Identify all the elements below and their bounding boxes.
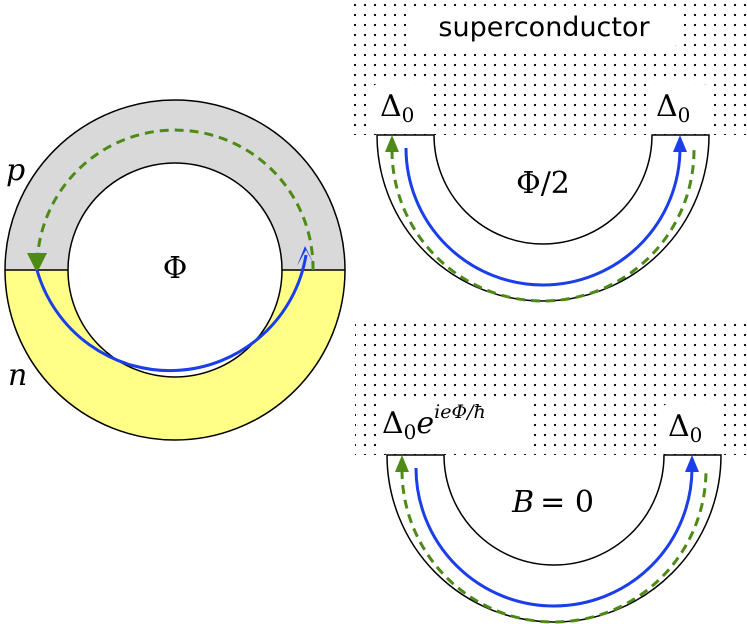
arrowhead-icon xyxy=(395,455,409,472)
zero-field-label: B= 0 xyxy=(511,485,594,520)
electron-trajectory xyxy=(35,254,308,373)
n-region xyxy=(5,270,345,440)
normal-arc-region xyxy=(386,454,722,623)
p-region xyxy=(5,100,345,270)
delta-phase-label: Δ0eieΦ/ħ xyxy=(382,401,486,444)
arrowhead-icon xyxy=(385,135,399,152)
half-flux-junction: superconductor Δ0 Δ0 Φ/2 xyxy=(350,0,747,303)
arrowhead-icon xyxy=(297,246,315,266)
delta-right-box xyxy=(648,84,710,130)
delta-right-box xyxy=(662,404,722,450)
p-label: p xyxy=(6,153,25,188)
half-flux-label: Φ/2 xyxy=(516,166,570,201)
delta-phase-box xyxy=(376,398,532,448)
normal-arc-region xyxy=(376,134,710,302)
delta-left-label: Δ0 xyxy=(380,89,414,127)
superconductor-label: superconductor xyxy=(438,12,650,43)
hole-trajectory xyxy=(35,128,315,271)
electron-trajectory xyxy=(414,467,694,608)
electron-trajectory xyxy=(404,147,682,287)
flux-label: Φ xyxy=(163,251,188,286)
pn-ring: p n Φ xyxy=(4,99,346,441)
arrowhead-icon xyxy=(673,135,687,152)
n-label: n xyxy=(8,358,27,393)
delta-right-label: Δ0 xyxy=(668,409,702,447)
arrowhead-icon xyxy=(685,455,699,472)
zero-field-junction: Δ0eieΦ/ħ Δ0 B= 0 xyxy=(355,320,747,624)
delta-left-box xyxy=(372,84,434,130)
arrowhead-icon xyxy=(27,253,47,273)
delta-right-label: Δ0 xyxy=(656,89,690,127)
superconductor-label-box xyxy=(410,6,678,48)
